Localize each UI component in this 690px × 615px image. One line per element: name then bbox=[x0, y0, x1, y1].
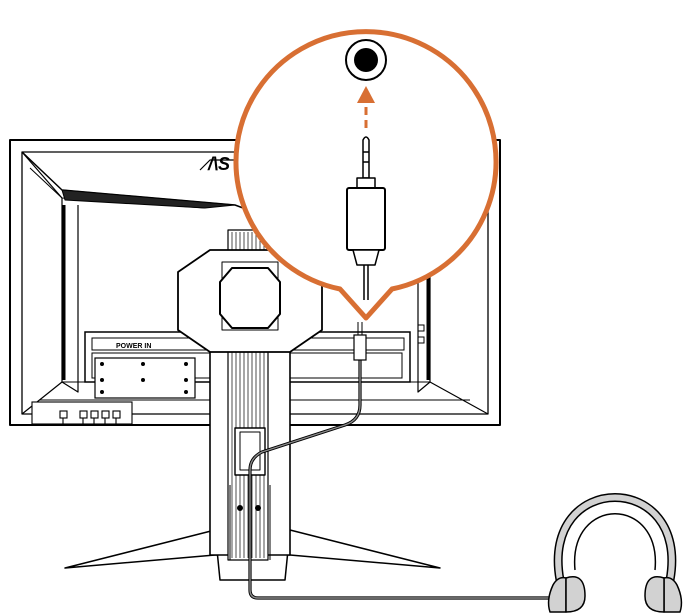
headphone-jack-icon bbox=[345, 39, 387, 81]
inserted-plug bbox=[353, 322, 367, 361]
control-buttons bbox=[31, 401, 133, 425]
brand-logo: /\S bbox=[207, 154, 230, 174]
monitor-top-band bbox=[61, 189, 236, 209]
monitor-right-panel bbox=[417, 210, 431, 393]
left-ear-cup bbox=[547, 576, 567, 613]
monitor-stand bbox=[64, 229, 441, 581]
cable-clip bbox=[234, 427, 266, 476]
button-4 bbox=[112, 410, 121, 419]
button-2 bbox=[90, 410, 99, 419]
button-1 bbox=[79, 410, 88, 419]
headphones-icon bbox=[547, 493, 683, 613]
vesa-plate bbox=[94, 357, 196, 399]
headphone-cable bbox=[248, 358, 557, 600]
button-3 bbox=[101, 410, 110, 419]
callout-zoom bbox=[233, 29, 499, 321]
stand-octagon bbox=[219, 267, 281, 329]
audio-plug-icon bbox=[346, 136, 386, 300]
monitor-left-panel bbox=[61, 198, 79, 393]
power-in-label: POWER IN bbox=[116, 343, 151, 350]
button-power bbox=[59, 410, 68, 419]
insert-arrow-icon bbox=[357, 86, 375, 128]
right-ear-cup bbox=[663, 576, 683, 613]
